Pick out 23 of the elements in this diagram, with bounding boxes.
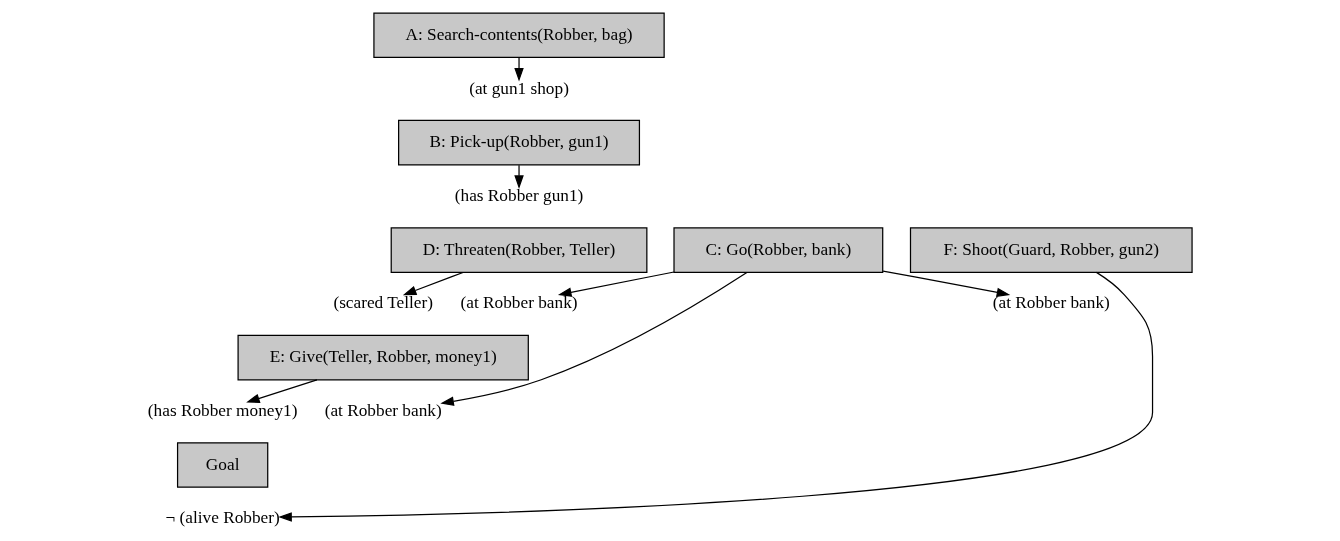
arrow	[514, 164, 524, 189]
node-box: C: Go(Robber, bank)	[673, 227, 884, 273]
arrow	[278, 271, 1154, 522]
node-text: ¬ (alive Robber)	[165, 508, 280, 528]
node-box: E: Give(Teller, Robber, money1)	[237, 334, 529, 381]
arrow	[402, 271, 464, 296]
node-text: (at gun1 shop)	[469, 78, 569, 98]
node-text: (has Robber gun1)	[454, 185, 584, 205]
node-box: Goal	[176, 442, 269, 488]
node-box: A: Search-contents(Robber, bag)	[373, 12, 665, 59]
arrow	[557, 271, 675, 297]
node-text: (at Robber bank)	[460, 293, 578, 313]
arrow	[882, 270, 1011, 298]
node-text: (at Robber bank)	[324, 400, 442, 420]
node-box: B: Pick-up(Robber, gun1)	[398, 119, 641, 166]
arrow	[514, 57, 524, 82]
node-text: (has Robber money1)	[147, 400, 298, 420]
node-box: F: Shoot(Guard, Robber, gun2)	[909, 227, 1193, 273]
node-text: (scared Teller)	[333, 293, 433, 313]
arrow	[440, 271, 748, 406]
node-box: D: Threaten(Robber, Teller)	[390, 227, 648, 273]
node-text: (at Robber bank)	[992, 293, 1110, 313]
arrow	[246, 379, 318, 403]
